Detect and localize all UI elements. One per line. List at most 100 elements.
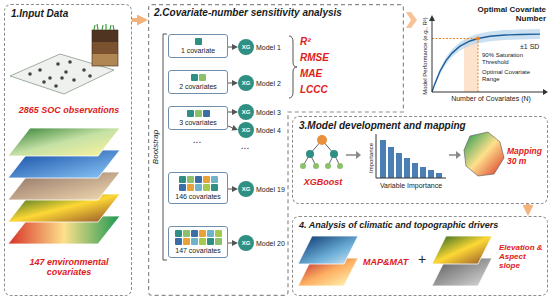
model-node: Model 3XG xyxy=(238,104,281,120)
xgboost-tree xyxy=(300,163,306,169)
flow-chevron xyxy=(406,12,417,28)
panel-heading: 4. Analysis of climatic and topographic … xyxy=(299,220,545,230)
saturation-chart xyxy=(543,89,548,95)
covariate-square xyxy=(207,238,214,245)
covariate-square xyxy=(203,176,210,183)
soc-point-map xyxy=(54,84,58,88)
model-label: Model 3 xyxy=(256,109,281,116)
xgboost-badge: XG xyxy=(238,39,254,55)
soc-point-map xyxy=(48,76,52,80)
covariate-set-box: 1 covariate xyxy=(168,34,228,58)
covariate-square xyxy=(187,176,194,183)
model-node: Model 2XG xyxy=(238,75,281,91)
covariate-square xyxy=(195,38,202,45)
bootstrap-bracket xyxy=(163,34,167,260)
covariate-square xyxy=(211,184,218,191)
stage-arrow xyxy=(132,18,138,22)
bootstrap-arrow xyxy=(228,243,233,244)
covariate-count: 146 covariates xyxy=(171,192,225,201)
covariate-row xyxy=(171,74,225,81)
covariate-square xyxy=(199,238,206,245)
ellipsis: ... xyxy=(234,140,256,152)
soil-profile xyxy=(94,24,114,30)
soc-point-map xyxy=(64,70,68,74)
covariate-square xyxy=(195,110,202,117)
covariate-square xyxy=(183,238,190,245)
soil-profile xyxy=(92,24,118,66)
importance-bar-chart xyxy=(404,158,410,178)
model-label: Model 2 xyxy=(256,80,281,87)
importance-bar-chart xyxy=(388,147,394,178)
soc-point-map xyxy=(88,74,92,78)
model-node: Model 4XG xyxy=(238,122,281,138)
covariate-square xyxy=(187,110,194,117)
importance-bar-chart xyxy=(376,134,446,178)
soc-map xyxy=(464,132,504,176)
bootstrap-arrow xyxy=(228,112,233,113)
axis-label: Variable Importance xyxy=(373,182,449,190)
bootstrap-arrow xyxy=(228,83,233,84)
covariate-row xyxy=(171,110,225,117)
covariate-squares xyxy=(171,230,225,245)
covariate-set-box: 3 covariates xyxy=(168,106,228,130)
panel-outline xyxy=(149,5,404,296)
metric-brace xyxy=(289,36,297,98)
bootstrap-arrow xyxy=(228,189,233,190)
stage-arrow xyxy=(526,204,530,206)
driver-label: MAP&MAT xyxy=(363,257,413,267)
covariate-square xyxy=(191,74,198,81)
covariate-square xyxy=(211,176,218,183)
soil-profile xyxy=(92,54,118,66)
covariate-square xyxy=(203,184,210,191)
xgboost-tree xyxy=(313,163,319,169)
covariate-square xyxy=(203,110,210,117)
driver-label: Elevation & Aspect slope xyxy=(499,243,547,271)
bootstrap-label: Bootstrap xyxy=(151,130,160,164)
covariate-square xyxy=(191,238,198,245)
xgboost-tree xyxy=(337,163,343,169)
importance-bar-chart xyxy=(412,163,418,178)
stage-panel: 2.Covariate-number sensitivity analysis1… xyxy=(148,4,404,296)
model-node: Model 19XG xyxy=(238,181,285,197)
soc-point-map xyxy=(72,78,76,82)
covariate-row xyxy=(171,176,225,183)
importance-bar-chart xyxy=(420,167,426,178)
xgboost-tree xyxy=(306,150,314,158)
soc-point-map xyxy=(38,68,42,72)
covariate-square xyxy=(175,230,182,237)
saturation-chart xyxy=(429,15,548,95)
bootstrap-bracket xyxy=(163,34,167,260)
xgboost-badge: XG xyxy=(238,75,254,91)
xgboost-badge: XG xyxy=(238,104,254,120)
importance-bar-chart xyxy=(396,153,402,178)
importance-bar-chart xyxy=(428,170,434,178)
bootstrap-arrow xyxy=(228,126,233,128)
covariate-row xyxy=(171,238,225,245)
covariate-square xyxy=(175,238,182,245)
covariate-squares xyxy=(171,110,225,117)
covariate-square xyxy=(199,230,206,237)
model-label: Model 20 xyxy=(256,240,285,247)
terrain-map-stack xyxy=(432,236,492,264)
covariate-square xyxy=(207,230,214,237)
soil-profile xyxy=(92,42,118,54)
axis-label: Model Performance (e.g., R²) xyxy=(422,17,429,95)
count-label: 2865 SOC observations xyxy=(9,105,129,115)
covariate-layer-stack xyxy=(8,128,120,156)
count-label: 147 environmental covariates xyxy=(9,257,129,278)
xgboost-badge: XG xyxy=(238,235,254,251)
axis-label: Number of Covariates (N) xyxy=(436,95,546,103)
terrain-map-stack xyxy=(432,236,492,286)
saturation-chart xyxy=(429,15,435,21)
saturation-chart xyxy=(476,37,480,41)
covariate-count: 2 covariates xyxy=(171,82,225,91)
model-label: Model 19 xyxy=(256,186,285,193)
model-label: Model 1 xyxy=(256,44,281,51)
soc-point-map xyxy=(82,68,86,72)
covariate-square xyxy=(179,184,186,191)
stage-panel: 4. Analysis of climatic and topographic … xyxy=(292,216,548,296)
importance-bar-chart xyxy=(436,173,442,178)
model-label: Model 4 xyxy=(256,127,281,134)
ellipsis: ... xyxy=(182,134,212,146)
